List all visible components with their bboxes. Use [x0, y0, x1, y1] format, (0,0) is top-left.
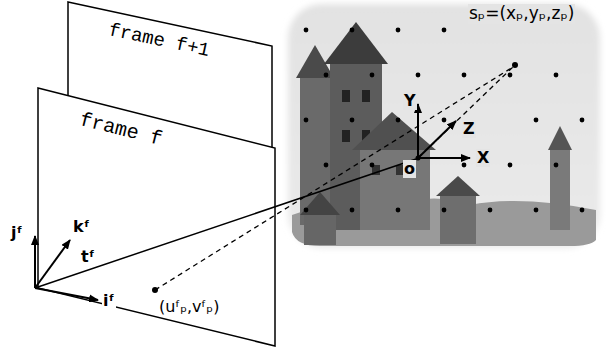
- grid-dot: [580, 118, 585, 123]
- grid-dot: [370, 163, 375, 168]
- grid-dot: [396, 28, 401, 33]
- grid-dot: [488, 208, 493, 213]
- grid-dot: [350, 28, 355, 33]
- grid-dot: [554, 73, 559, 78]
- grid-dot: [370, 73, 375, 78]
- axis-label: iᶠ: [102, 292, 116, 310]
- grid-dot: [580, 208, 585, 213]
- point-dot: [512, 62, 518, 68]
- grid-dot: [442, 208, 447, 213]
- grid-dot: [462, 163, 467, 168]
- grid-dot: [350, 208, 355, 213]
- j-axis: [34, 236, 36, 288]
- axis-label: Y: [403, 92, 417, 110]
- axis-label: kᶠ: [72, 218, 91, 236]
- y-axis: [417, 104, 419, 158]
- grid-dot: [554, 163, 559, 168]
- grid-dot: [324, 163, 329, 168]
- grid-dot: [350, 118, 355, 123]
- axis-label: X: [476, 149, 490, 167]
- grid-dot: [508, 163, 513, 168]
- grid-dot: [534, 118, 539, 123]
- axis-label: jᶠ: [10, 224, 24, 242]
- grid-dot: [304, 208, 309, 213]
- point-vector: [418, 67, 513, 158]
- grid-dot: [396, 208, 401, 213]
- grid-dot: [442, 118, 447, 123]
- grid-dot: [508, 73, 513, 78]
- grid-dot: [534, 208, 539, 213]
- point-label: sₚ=(xₚ,yₚ,zₚ): [468, 4, 575, 24]
- origin-label: o: [403, 160, 416, 178]
- grid-dot: [304, 118, 309, 123]
- axis-label: Z: [462, 120, 476, 138]
- image-point-dot: [152, 287, 158, 293]
- grid-dot: [304, 28, 309, 33]
- x-axis: [418, 157, 470, 159]
- grid-dot: [442, 28, 447, 33]
- grid-dot: [324, 73, 329, 78]
- z-axis: [418, 121, 456, 158]
- grid-dot: [416, 73, 421, 78]
- axis-label: tᶠ: [80, 248, 96, 266]
- origin-dot: [416, 156, 421, 161]
- image-point-label: (uᶠₚ,vᶠₚ): [158, 298, 220, 316]
- grid-dot: [396, 118, 401, 123]
- grid-dot: [462, 73, 467, 78]
